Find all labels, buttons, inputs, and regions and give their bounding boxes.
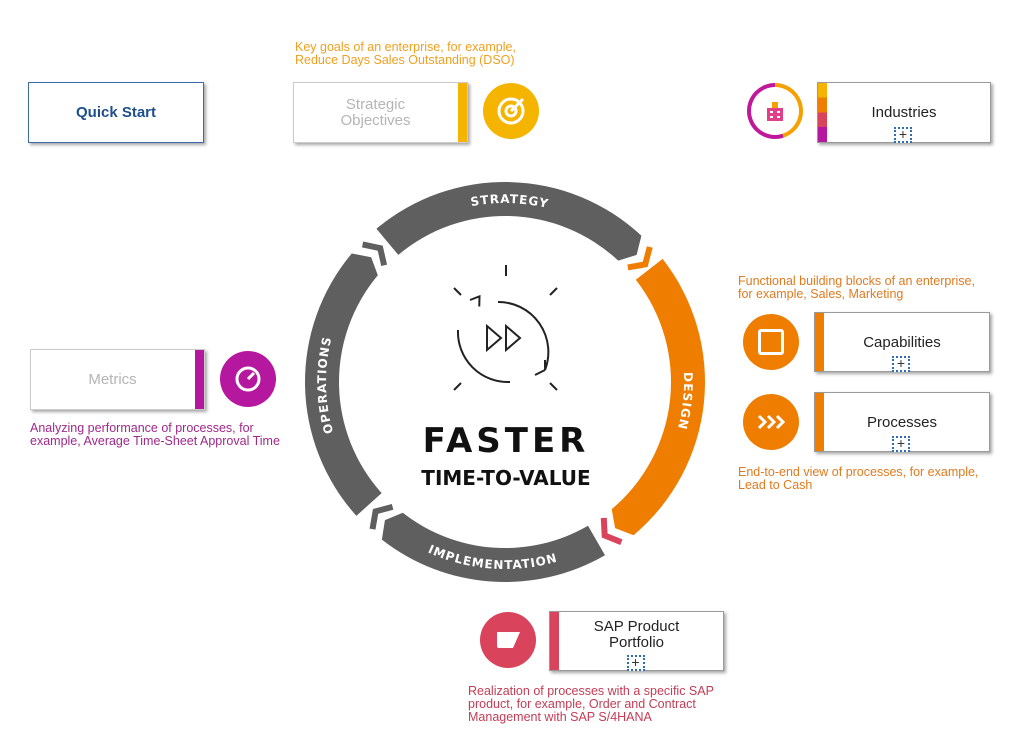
gauge-icon [220, 351, 276, 407]
color-bar [550, 612, 559, 670]
product-portfolio-note: Realization of processes with a specific… [468, 684, 714, 724]
color-bar [815, 393, 824, 451]
cycle-segment-strategy[interactable] [376, 182, 642, 261]
segment-label-operations[interactable]: OPERATIONS [315, 335, 336, 436]
expand-icon[interactable]: + [892, 356, 910, 372]
cycle-segment-operations[interactable] [305, 253, 382, 516]
processes-label: Processes [866, 413, 938, 431]
chevron-arrow-icon [600, 517, 623, 545]
metrics-button[interactable]: Metrics [30, 349, 205, 410]
capabilities-label: Capabilities [863, 333, 941, 351]
industries-button[interactable]: Industries + [817, 82, 991, 143]
color-bar [815, 313, 824, 371]
fast-forward-cycle-icon [453, 265, 558, 391]
square-icon [743, 314, 799, 370]
processes-note: End-to-end view of processes, for exampl… [738, 465, 979, 492]
chevrons-icon [743, 394, 799, 450]
building-icon [747, 83, 803, 139]
cycle-segment-design[interactable] [611, 258, 705, 536]
strategic-objectives-note: Key goals of an enterprise, for example,… [295, 40, 516, 67]
processes-button[interactable]: Processes + [814, 392, 990, 452]
metrics-label: Metrics [88, 371, 137, 388]
center-title: FASTER [423, 421, 590, 461]
quick-start-button[interactable]: Quick Start [28, 82, 204, 143]
capabilities-note: Functional building blocks of an enterpr… [738, 274, 975, 301]
capabilities-button[interactable]: Capabilities + [814, 312, 990, 372]
expand-icon[interactable]: + [626, 655, 645, 671]
industries-label: Industries [871, 104, 937, 121]
chevron-arrow-icon [369, 503, 394, 530]
center-subtitle: TIME-TO-VALUE [421, 466, 590, 490]
expand-icon[interactable]: + [892, 436, 910, 452]
expand-icon[interactable]: + [894, 127, 912, 143]
chevron-arrow-icon [361, 241, 388, 266]
chevron-arrow-icon [627, 246, 653, 271]
target-icon [483, 83, 539, 139]
cycle-segment-implementation[interactable] [381, 512, 605, 582]
quick-start-label: Quick Start [75, 104, 157, 121]
tag-icon [480, 612, 536, 668]
color-bar [458, 83, 467, 142]
color-bar [818, 83, 827, 142]
color-bar [195, 350, 204, 409]
